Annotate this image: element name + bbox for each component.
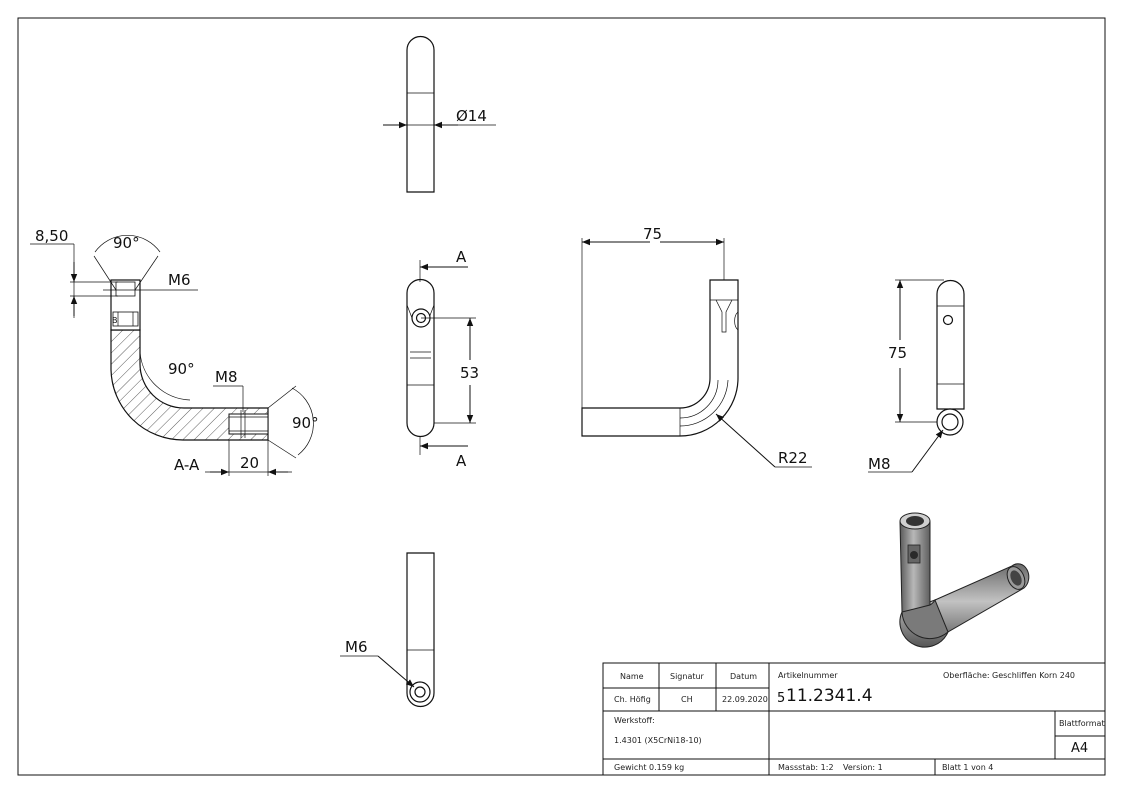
dim-angle-end: 90° xyxy=(292,414,319,432)
tb-blattformat: A4 xyxy=(1071,741,1088,756)
tb-blatt: Blatt 1 von 4 xyxy=(942,763,993,772)
label-m6-section: M6 xyxy=(168,271,191,289)
front-view: A A 53 xyxy=(406,248,479,470)
tb-gewicht: Gewicht 0.159 kg xyxy=(614,763,684,772)
tb-header-datum: Datum xyxy=(730,672,757,681)
dim-r22: R22 xyxy=(778,449,808,467)
section-body xyxy=(110,329,269,441)
label-m8-section: M8 xyxy=(215,368,238,386)
section-mark-top: A xyxy=(456,248,467,266)
dim-angle-top: 90° xyxy=(113,234,140,252)
dim-8-50: 8,50 xyxy=(35,227,68,245)
sheet-border xyxy=(17,17,1106,776)
tb-massstab: Massstab: 1:2 xyxy=(778,763,834,772)
tb-oberflaeche-label: Oberfläche: xyxy=(943,671,990,680)
tb-header-name: Name xyxy=(620,672,644,681)
bottom-view: M6 xyxy=(340,552,435,708)
tb-header-signatur: Signatur xyxy=(670,672,705,681)
tb-datum: 22.09.2020 xyxy=(722,695,768,704)
svg-text:B: B xyxy=(112,316,118,325)
section-label: A-A xyxy=(174,456,200,474)
end-view: 75 M8 xyxy=(868,279,965,473)
tb-blattformat-label: Blattformat xyxy=(1059,719,1105,728)
isometric-view xyxy=(899,512,1030,648)
side-view: 75 R22 xyxy=(581,225,812,468)
dim-75-horizontal: 75 xyxy=(643,225,662,243)
dim-75-vertical: 75 xyxy=(888,344,907,362)
tb-name: Ch. Höfig xyxy=(614,695,651,704)
tb-version: Version: 1 xyxy=(843,763,883,772)
dim-diameter-14: Ø14 xyxy=(456,107,487,125)
section-view-a-a: B 8,50 90° M6 90° M8 90° xyxy=(30,227,319,476)
tb-oberflaeche: Geschliffen Korn 240 xyxy=(992,671,1075,680)
tb-werkstoff-label: Werkstoff: xyxy=(614,716,655,725)
tb-werkstoff: 1.4301 (X5CrNi18-10) xyxy=(614,736,702,745)
dim-angle-bend: 90° xyxy=(168,360,195,378)
tb-artikel-prefix: 5 xyxy=(777,691,785,706)
dim-53: 53 xyxy=(460,364,479,382)
tb-artikelnummer: 11.2341.4 xyxy=(786,686,873,706)
title-block: Name Signatur Datum Ch. Höfig CH 22.09.2… xyxy=(602,662,1106,776)
label-m6-bottom: M6 xyxy=(345,638,368,656)
tb-signatur: CH xyxy=(681,695,693,704)
section-mark-bottom: A xyxy=(456,452,467,470)
top-view: Ø14 xyxy=(383,35,496,193)
label-m8-end: M8 xyxy=(868,455,891,473)
tb-artikel-label: Artikelnummer xyxy=(778,671,838,680)
dim-20: 20 xyxy=(240,454,259,472)
